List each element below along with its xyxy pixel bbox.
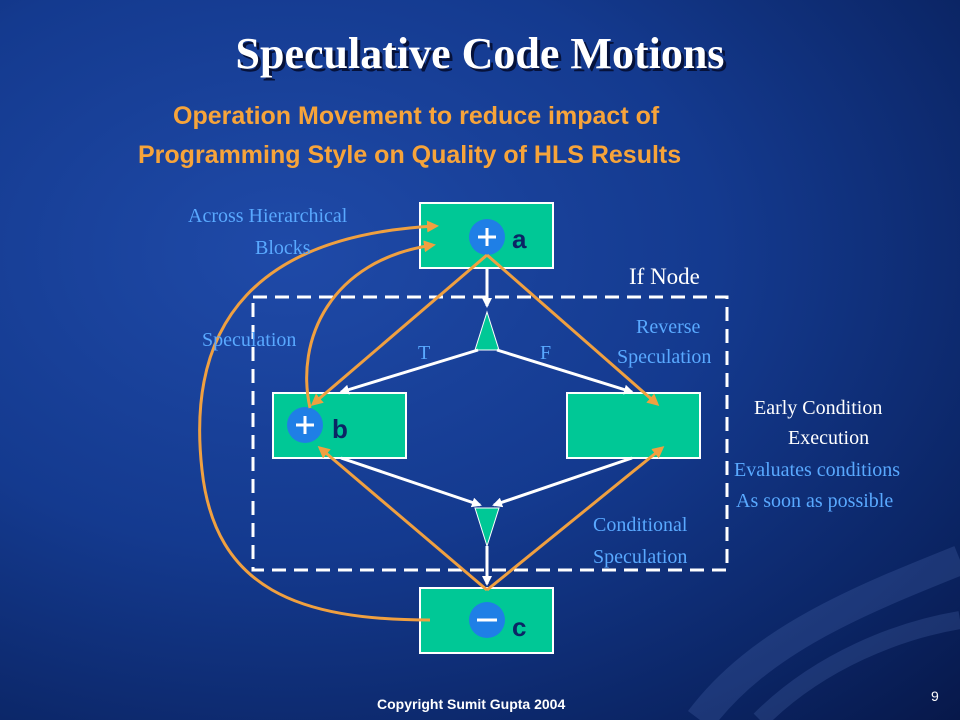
control-flow-arrows — [339, 268, 634, 586]
join-triangle — [474, 507, 500, 548]
if-condition-triangle — [474, 310, 500, 351]
node-c-label: c — [512, 612, 527, 642]
early-condition-line-2: Execution — [788, 427, 870, 449]
true-branch-label: T — [418, 342, 431, 364]
across-label-line-1: Across Hierarchical — [188, 205, 348, 227]
evaluates-line-1: Evaluates conditions — [734, 459, 901, 481]
evaluates-line-2: As soon as possible — [736, 490, 894, 512]
code-motion-arrows — [198, 220, 665, 622]
background-swirls — [688, 546, 960, 720]
early-condition-line-1: Early Condition — [754, 397, 883, 419]
speculation-label: Speculation — [202, 329, 297, 351]
across-label-line-2: Blocks — [255, 237, 311, 259]
footer-copyright: Copyright Sumit Gupta 2004 — [377, 696, 566, 712]
subtitle-line-2: Programming Style on Quality of HLS Resu… — [138, 141, 682, 169]
node-empty-box — [566, 392, 701, 459]
false-branch-label: F — [540, 342, 552, 364]
reverse-label-line-1: Reverse — [636, 316, 701, 338]
conditional-label-line-1: Conditional — [593, 514, 688, 536]
page-number: 9 — [931, 688, 939, 704]
subtitle-line-1: Operation Movement to reduce impact of — [173, 102, 660, 130]
node-a-label: a — [512, 224, 527, 254]
node-b-label: b — [332, 414, 348, 444]
conditional-label-line-2: Speculation — [593, 546, 688, 568]
slide-title: Speculative Code Motions — [235, 29, 725, 78]
reverse-label-line-2: Speculation — [617, 346, 712, 368]
operator-glyphs — [296, 228, 497, 622]
if-node-label: If Node — [629, 264, 700, 289]
